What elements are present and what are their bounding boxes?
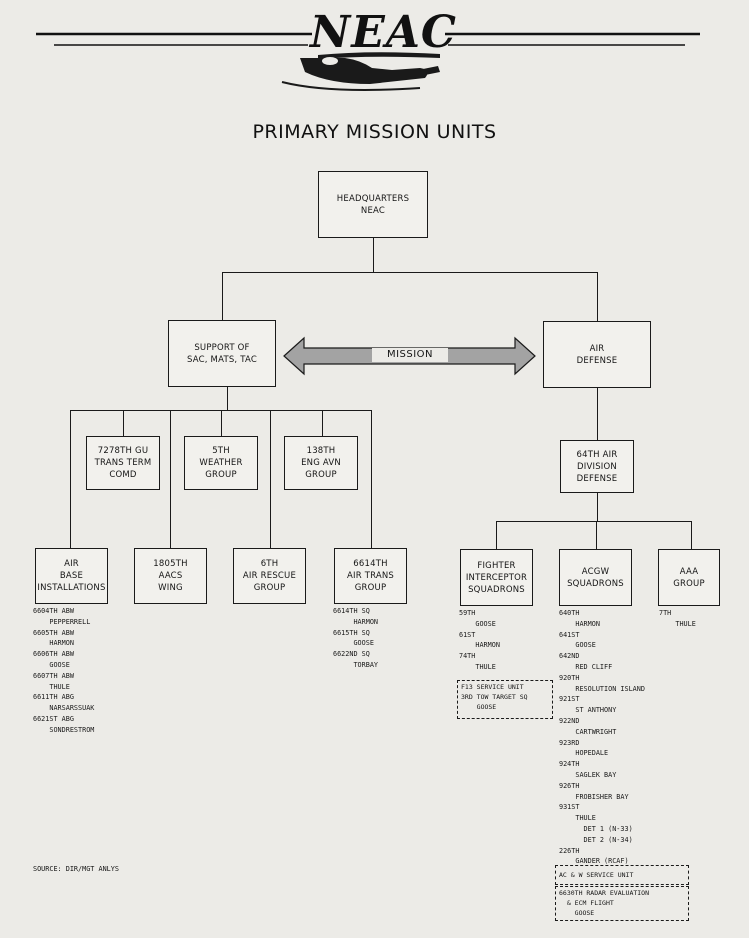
subunit-list-fighter: 59TH GOOSE 61ST HARMON 74TH THULE — [459, 609, 500, 671]
box-line: HEADQUARTERS — [336, 193, 410, 204]
unit-box-6614th: 6614TH AIR TRANS GROUP — [334, 548, 407, 604]
box-line: AACS — [158, 571, 183, 581]
attached-unit-box-acw-service: AC & W SERVICE UNIT — [555, 865, 689, 885]
air-defense-box: AIR DEFENSE — [543, 321, 651, 388]
box-line: 7278TH GU — [97, 446, 149, 456]
box-line: GROUP — [205, 470, 237, 480]
box-line: FIGHTER — [477, 560, 516, 571]
attached-unit-box-6630th: 6630TH RADAR EVALUATION & ECM FLIGHT GOO… — [555, 886, 689, 921]
box-line: GROUP — [673, 578, 705, 589]
source-note: SOURCE: DIR/MGT ANLYS — [33, 865, 119, 873]
unit-box-138th: 138TH ENG AVN GROUP — [284, 436, 358, 490]
box-line: DEFENSE — [576, 355, 618, 366]
box-line: DIVISION — [577, 461, 617, 472]
box-line: 64TH AIR — [576, 449, 618, 460]
box-line: 6TH — [260, 559, 279, 569]
box-line: GROUP — [354, 583, 387, 593]
box-line: NEAC — [360, 205, 386, 216]
box-line: SQUADRONS — [567, 578, 624, 589]
subunit-list-6614th: 6614TH SQ HARMON 6615TH SQ GOOSE 6622ND … — [333, 607, 379, 669]
headquarters-box: HEADQUARTERS NEAC — [318, 171, 428, 238]
unit-box-aaa: AAA GROUP — [658, 549, 720, 606]
box-line: TRANS TERM — [94, 458, 152, 468]
unit-box-5th-weather: 5TH WEATHER GROUP — [184, 436, 258, 490]
subunit-list-air-base: 6604TH ABW PEPPERRELL 6605TH ABW HARMON … — [33, 607, 95, 734]
box-line: GROUP — [305, 470, 337, 480]
box-line: INTERCEPTOR — [465, 572, 528, 583]
box-line: AIR — [589, 343, 605, 354]
box-line: AIR — [64, 559, 79, 569]
box-line: WEATHER — [199, 458, 243, 468]
unit-box-air-base: AIR BASE INSTALLATIONS — [35, 548, 108, 604]
box-line: SUPPORT OF — [194, 342, 250, 353]
unit-box-6th-air-rescue: 6TH AIR RESCUE GROUP — [233, 548, 306, 604]
box-line: 5TH — [212, 446, 230, 456]
logo-lines-graphic — [36, 32, 700, 91]
subunit-list-aaa: 7TH THULE — [659, 609, 696, 628]
support-box: SUPPORT OF SAC, MATS, TAC — [168, 320, 276, 387]
box-line: 6614TH — [353, 559, 388, 569]
box-line: INSTALLATIONS — [37, 583, 106, 593]
logo-text: NEAC — [310, 7, 457, 58]
unit-box-1805th: 1805TH AACS WING — [134, 548, 207, 604]
box-line: SQUADRONS — [468, 584, 525, 595]
unit-box-64th-division: 64TH AIR DIVISION DEFENSE — [560, 440, 634, 493]
aircraft-icon — [281, 52, 440, 91]
box-line: AIR TRANS — [346, 571, 395, 581]
box-line: AAA — [679, 566, 699, 577]
box-line: ACGW — [581, 566, 610, 577]
mission-label: MISSION — [372, 348, 448, 362]
box-line: 138TH — [306, 446, 336, 456]
box-line: ENG AVN — [301, 458, 341, 468]
unit-box-acgw: ACGW SQUADRONS — [559, 549, 632, 606]
box-line: DEFENSE — [576, 473, 618, 484]
box-line: SAC, MATS, TAC — [187, 354, 257, 365]
unit-box-7278th: 7278TH GU TRANS TERM COMD — [86, 436, 160, 490]
page-title: PRIMARY MISSION UNITS — [252, 121, 497, 143]
box-line: WING — [158, 583, 183, 593]
box-line: GROUP — [253, 583, 286, 593]
box-line: 1805TH — [153, 559, 188, 569]
box-line: BASE — [59, 571, 84, 581]
box-line: AIR RESCUE — [242, 571, 297, 581]
box-line: COMD — [109, 470, 137, 480]
subunit-list-acgw: 640TH HARMON 641ST GOOSE 642ND RED CLIFF… — [559, 609, 645, 866]
unit-box-fighter-interceptor: FIGHTER INTERCEPTOR SQUADRONS — [460, 549, 533, 606]
attached-unit-box-fighter: F13 SERVICE UNIT 3RD TOW TARGET SQ GOOSE — [457, 680, 553, 719]
